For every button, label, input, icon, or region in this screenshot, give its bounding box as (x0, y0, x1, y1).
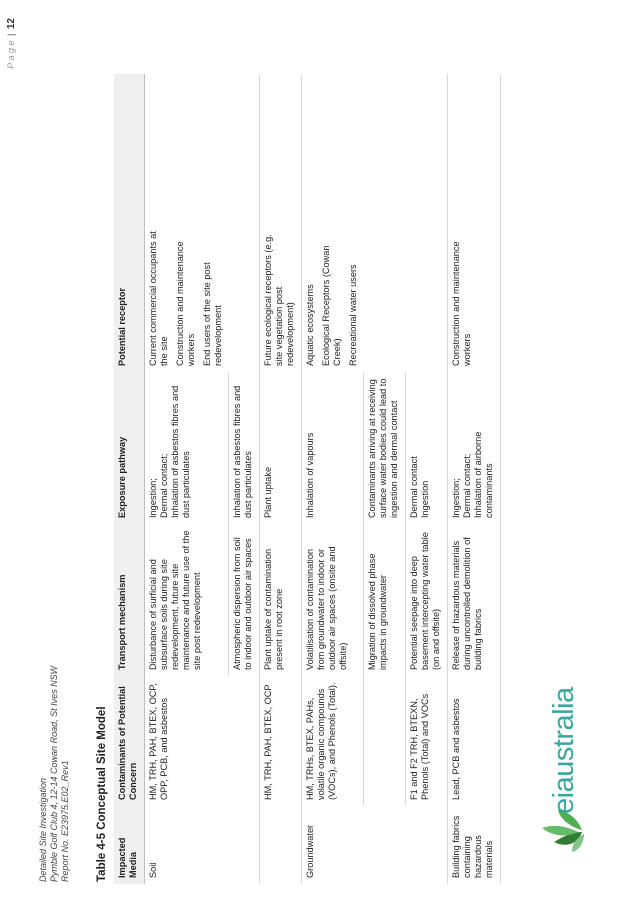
exposure-item: Ingestion (420, 480, 430, 518)
receptor-item: Recreational water users (348, 264, 358, 366)
cell-transport: Atmospheric dispersion from soil to indo… (229, 524, 260, 676)
cell-media-empty (406, 806, 448, 884)
exposure-item: Inhalation of airborne contaminants (473, 431, 494, 518)
cell-transport: Volatilisation of contamination from gro… (302, 524, 364, 676)
cell-exposure: Inhalation of asbestos fibres and dust p… (229, 372, 260, 524)
cell-receptor: Construction and maintenance workers (448, 220, 501, 372)
cell-receptor: Aquatic ecosystems Ecological Receptors … (302, 220, 364, 372)
cell-contaminants: Lead, PCB and asbestos (448, 676, 501, 806)
conceptual-site-model-table: Impacted Media Contaminants of Potential… (114, 74, 501, 884)
cell-spacer (364, 74, 406, 220)
cell-transport: Plant uptake of contamination present in… (260, 524, 302, 676)
cell-exposure: Plant uptake (260, 372, 302, 524)
column-header-exposure: Exposure pathway (114, 372, 145, 524)
exposure-item: Dermal contact (409, 456, 419, 518)
page-separator: | (6, 33, 16, 36)
cell-media: Soil (148, 862, 158, 878)
header-line-3: Report No. E23975.E02_Rev1 (60, 760, 70, 882)
page-label: P a g e (6, 40, 16, 69)
header-line-2: Pymble Golf Club 4, 12-14 Cowan Road, St… (49, 665, 59, 882)
cell-exposure: Contaminants arriving at receiving surfa… (364, 372, 406, 524)
cell-exposure: Inhalation of vapours (302, 372, 364, 524)
header-line-1: Detailed Site Investigation (38, 777, 48, 882)
cell-spacer (406, 74, 448, 220)
receptor-item: Aquatic ecosystems (305, 284, 315, 366)
cell-exposure: Dermal contact Ingestion (406, 372, 448, 524)
receptor-item: Current commercial occupants at the site (148, 231, 169, 366)
cell-receptor: Future ecological receptors (e.g. site v… (260, 220, 302, 372)
cell-receptor: Current commercial occupants at the site… (145, 220, 229, 372)
cell-media: Groundwater (305, 824, 315, 878)
cell-media-empty (229, 806, 260, 884)
cell-contaminants: HM, TRH, PAH, BTEX, OCP (260, 676, 302, 806)
receptor-item: Ecological Receptors (Cowan Creek) (321, 245, 342, 366)
receptor-item: End users of the site post redevelopment (202, 262, 223, 366)
table-title: Table 4-5 Conceptual Site Model (96, 706, 108, 882)
cell-media-empty (364, 806, 406, 884)
cell-spacer (260, 74, 302, 220)
cell-contaminants: HM, TRH, PAH, BTEX, OCP, OPP, PCB, and a… (148, 683, 169, 800)
page-number: P a g e | 12 (6, 18, 17, 69)
exposure-item: Dermal contact; (159, 453, 169, 518)
cell-contaminants-empty (364, 676, 406, 806)
cell-media-empty (260, 806, 302, 884)
cell-spacer (448, 74, 501, 220)
exposure-item: Inhalation of asbestos fibres and dust p… (170, 385, 191, 518)
cell-exposure: Ingestion; Dermal contact; Inhalation of… (448, 372, 501, 524)
receptor-item: Construction and maintenance workers (175, 241, 196, 366)
cell-transport: Release of hazardous materials during un… (448, 524, 501, 676)
logo-text: eiaustralia (548, 687, 580, 814)
exposure-item: Ingestion; (148, 478, 158, 518)
cell-contaminants: F1 and F2 TRH, BTEXN, Phenols (Total) an… (406, 676, 448, 806)
cell-spacer (229, 74, 260, 220)
cell-contaminants: HM, TRHs, BTEX, PAHs, volatile organic c… (302, 676, 364, 806)
column-header-receptor: Potential receptor (114, 220, 145, 372)
leaf-logo-icon (542, 810, 584, 852)
cell-receptor-empty (229, 220, 260, 372)
document-header: Detailed Site Investigation Pymble Golf … (38, 666, 71, 882)
cell-contaminants-empty (229, 676, 260, 806)
cell-transport: Migration of dissolved phase impacts in … (364, 524, 406, 676)
exposure-item: Ingestion; (451, 478, 461, 518)
cell-spacer (145, 74, 229, 220)
column-header-media: Impacted Media (114, 806, 145, 884)
cell-receptor-empty (364, 220, 406, 372)
cell-receptor-empty (406, 220, 448, 372)
eiaustralia-logo: eiaustralia (538, 687, 608, 854)
cell-exposure: Ingestion; Dermal contact; Inhalation of… (145, 372, 229, 524)
exposure-item: Dermal contact; (462, 453, 472, 518)
column-header-spacer (114, 74, 145, 220)
cell-transport: Potential seepage into deep basement int… (406, 524, 448, 676)
cell-media: Building fabrics containing hazardous ma… (448, 806, 501, 884)
column-header-transport: Transport mechanism (114, 524, 145, 676)
column-header-contaminants: Contaminants of Potential Concern (114, 676, 145, 806)
cell-spacer (302, 74, 364, 220)
cell-transport: Disturbance of surficial and subsurface … (145, 524, 229, 676)
page-number-value: 12 (6, 18, 17, 30)
